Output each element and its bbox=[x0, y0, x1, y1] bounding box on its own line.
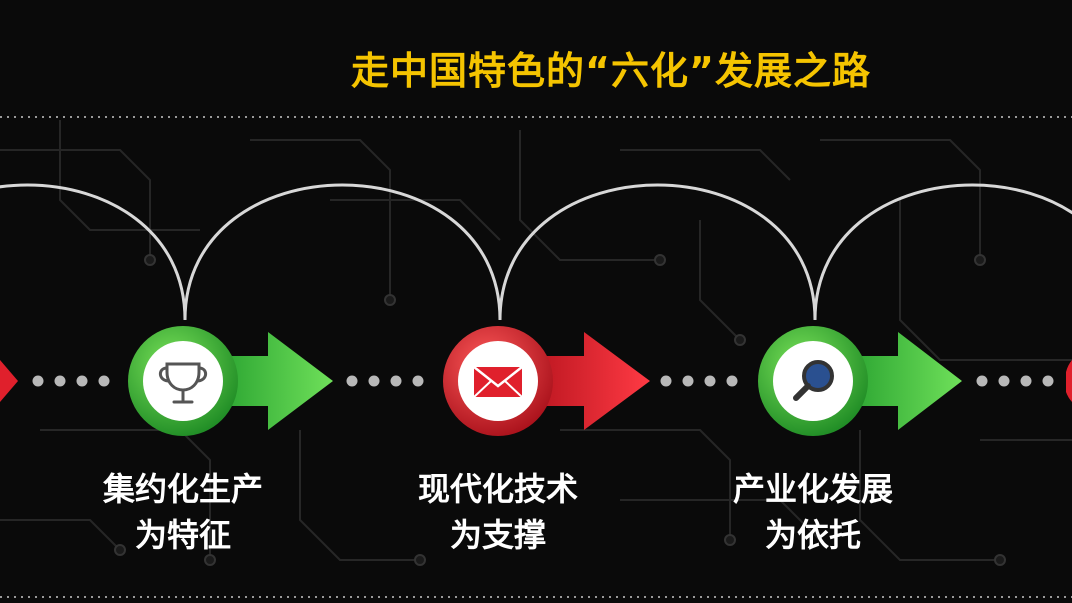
envelope-icon bbox=[473, 366, 523, 398]
step-2-label: 现代化技术 为支撑 bbox=[378, 466, 618, 558]
step-1-node bbox=[128, 326, 333, 436]
step-1-line1: 集约化生产 bbox=[102, 470, 263, 508]
step-3-node bbox=[758, 326, 962, 436]
circuit-nodes bbox=[114, 254, 1006, 566]
circuit-background bbox=[0, 120, 1072, 561]
connector-arcs bbox=[0, 183, 1072, 321]
step-2-line2: 为支撑 bbox=[449, 516, 546, 554]
step-3-line1: 产业化发展 bbox=[732, 470, 893, 508]
partial-red-arrow-left bbox=[0, 360, 18, 402]
step-1-arrow bbox=[200, 332, 333, 430]
trophy-icon bbox=[158, 362, 208, 404]
step-2-line1: 现代化技术 bbox=[417, 470, 578, 508]
connector-dots bbox=[32, 375, 1054, 387]
step-3-line2: 为依托 bbox=[764, 516, 861, 554]
step-3-label: 产业化发展 为依托 bbox=[693, 466, 933, 558]
magnifier-icon bbox=[793, 360, 834, 401]
partial-red-circle-right bbox=[1066, 360, 1072, 402]
step-3-arrow bbox=[830, 332, 962, 430]
page-title: 走中国特色的“六化”发展之路 bbox=[351, 49, 871, 93]
step-2-node bbox=[443, 326, 650, 436]
step-1-line2: 为特征 bbox=[134, 516, 231, 554]
step-1-label: 集约化生产 为特征 bbox=[63, 466, 303, 558]
step-2-arrow bbox=[514, 332, 650, 430]
